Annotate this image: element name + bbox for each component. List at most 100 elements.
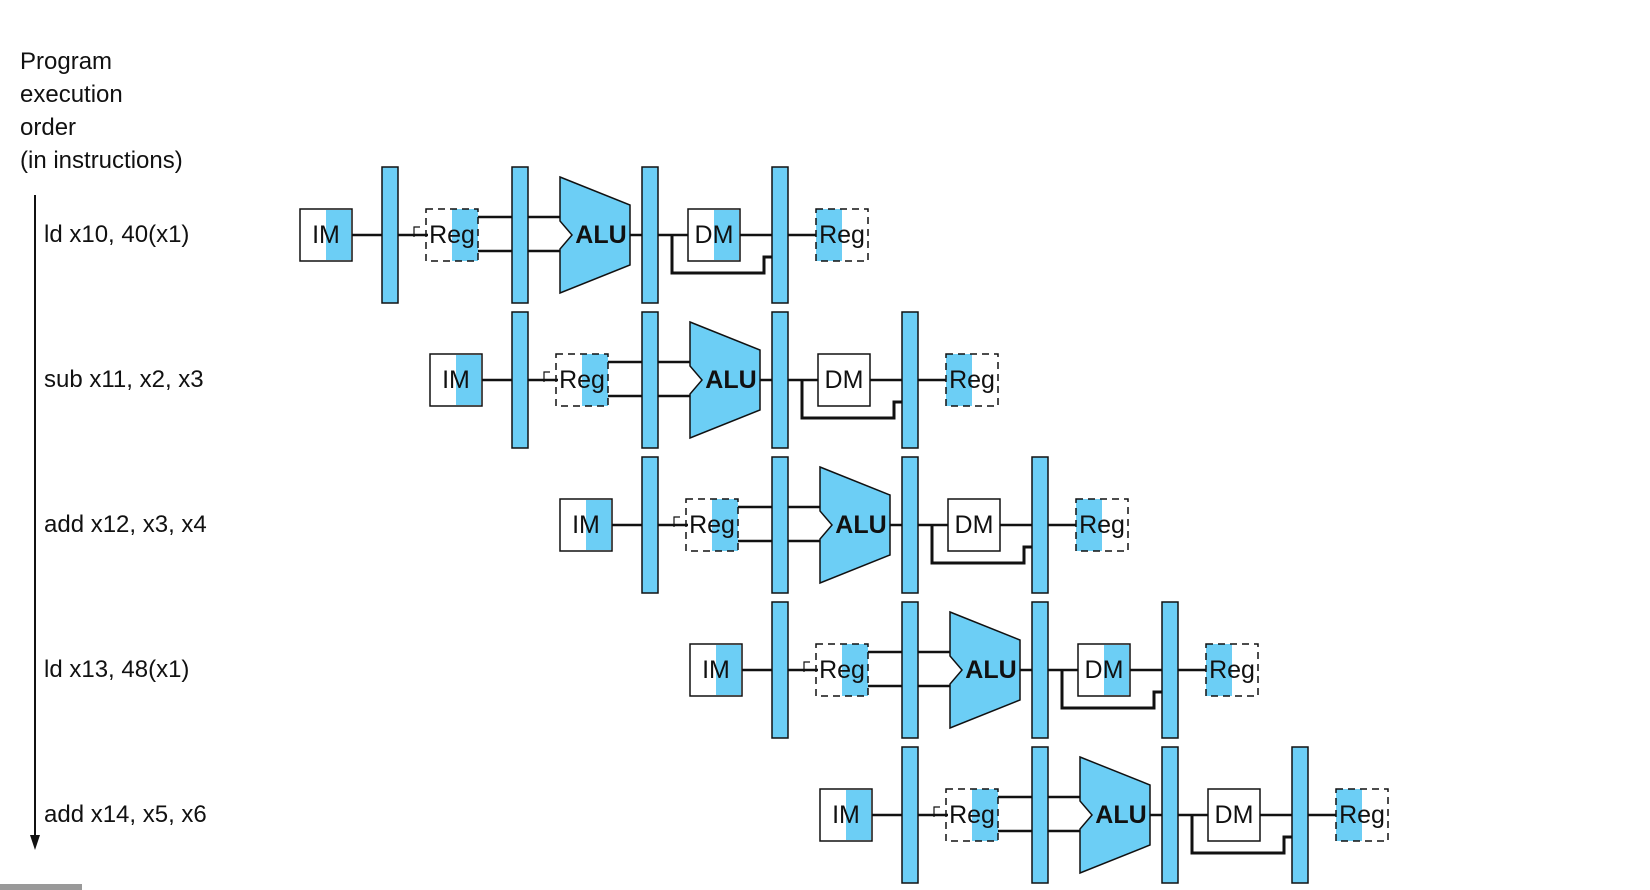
im-label: IM (832, 801, 860, 829)
alu-shape (689, 320, 761, 440)
pipeline-register-id-ex (511, 166, 529, 304)
reg-read-tick (933, 806, 940, 817)
dm-bypass-wire (1060, 670, 1162, 710)
axis-title-line-4: (in instructions) (20, 147, 183, 174)
reg-write-shade (1336, 789, 1362, 841)
pipeline-row: IM Reg ALU DM Reg (429, 311, 999, 449)
reg-read-tick (673, 516, 680, 527)
dm-bypass-wire (670, 235, 772, 275)
axis-arrowhead-icon (30, 835, 40, 850)
reg-read-tick (543, 371, 550, 382)
pipeline-register-mem-wb (771, 166, 789, 304)
pipeline-register-mem-wb (1291, 746, 1309, 884)
reg-read-label: Reg (689, 511, 735, 539)
pipeline-register-id-ex (641, 311, 659, 449)
reg-read-box (945, 788, 999, 842)
im-shade (456, 355, 481, 405)
reg-write-box (1205, 643, 1259, 697)
reg-write-shade (946, 354, 972, 406)
dm-bypass-wire (800, 380, 902, 420)
reg-write-label: Reg (949, 366, 995, 394)
pipeline-register-ex-mem (1161, 746, 1179, 884)
im-shade (716, 645, 741, 695)
im-shade (326, 210, 351, 260)
reg-write-shade (1076, 499, 1102, 551)
im-shade (586, 500, 611, 550)
alu-label: ALU (965, 656, 1016, 684)
pipeline-register-mem-wb (1031, 456, 1049, 594)
pipeline-row: IM Reg ALU DM Reg (689, 601, 1259, 739)
reg-read-box (425, 208, 479, 262)
reg-read-label: Reg (819, 656, 865, 684)
reg-read-box (555, 353, 609, 407)
instruction-label: add x14, x5, x6 (44, 801, 207, 828)
reg-write-label: Reg (819, 221, 865, 249)
pipeline-register-ex-mem (771, 311, 789, 449)
reg-read-shade (452, 209, 478, 261)
pipeline-register-mem-wb (901, 311, 919, 449)
pipeline-register-id-ex (771, 456, 789, 594)
dm-label: DM (825, 366, 864, 394)
pipeline-register-id-ex (1031, 746, 1049, 884)
alu-label: ALU (575, 221, 626, 249)
pipeline-row: IM Reg ALU DM Reg (819, 746, 1389, 884)
reg-read-shade (842, 644, 868, 696)
pipeline-register-if-id (641, 456, 659, 594)
dm-bypass-wire (1190, 815, 1292, 855)
reg-read-shade (582, 354, 608, 406)
instruction-label: ld x10, 40(x1) (44, 221, 190, 248)
instruction-label: add x12, x3, x4 (44, 511, 207, 538)
alu-label: ALU (1095, 801, 1146, 829)
im-label: IM (702, 656, 730, 684)
dm-label: DM (955, 511, 994, 539)
dm-label: DM (1085, 656, 1124, 684)
reg-write-shade (816, 209, 842, 261)
pipeline-register-ex-mem (1031, 601, 1049, 739)
reg-read-label: Reg (429, 221, 475, 249)
alu-label: ALU (705, 366, 756, 394)
im-label: IM (312, 221, 340, 249)
reg-read-shade (972, 789, 998, 841)
pipeline-register-if-id (381, 166, 399, 304)
axis-title-line-2: execution (20, 81, 123, 108)
reg-read-shade (712, 499, 738, 551)
reg-write-box (945, 353, 999, 407)
reg-write-box (815, 208, 869, 262)
execution-order-axis (30, 195, 40, 850)
reg-read-box (815, 643, 869, 697)
dm-label: DM (1215, 801, 1254, 829)
dm-bypass-wire (930, 525, 1032, 565)
pipeline-register-ex-mem (901, 456, 919, 594)
instruction-label: sub x11, x2, x3 (44, 366, 204, 393)
reg-write-label: Reg (1209, 656, 1255, 684)
im-label: IM (442, 366, 470, 394)
dm-box (947, 498, 1001, 552)
reg-write-shade (1206, 644, 1232, 696)
alu-label: ALU (835, 511, 886, 539)
reg-write-label: Reg (1079, 511, 1125, 539)
im-label: IM (572, 511, 600, 539)
alu-shape (949, 610, 1021, 730)
pipeline-row: IM Reg ALU DM Reg (559, 456, 1129, 594)
reg-read-tick (413, 226, 420, 237)
dm-label: DM (695, 221, 734, 249)
axis-title-line-3: order (20, 114, 77, 141)
axis-title: Program execution order (in instructions… (20, 45, 183, 177)
im-shade (846, 790, 871, 840)
reg-write-box (1335, 788, 1389, 842)
pipeline-register-if-id (511, 311, 529, 449)
reg-read-box (685, 498, 739, 552)
pipeline-row: IM Reg ALU DM Reg (299, 166, 869, 304)
pipeline-register-id-ex (901, 601, 919, 739)
reg-write-label: Reg (1339, 801, 1385, 829)
pipeline-register-mem-wb (1161, 601, 1179, 739)
dm-shade (1104, 645, 1129, 695)
reg-read-label: Reg (949, 801, 995, 829)
alu-shape (1079, 755, 1151, 875)
corner-bar (0, 884, 82, 890)
dm-shade (714, 210, 739, 260)
reg-read-tick (803, 661, 810, 672)
reg-read-label: Reg (559, 366, 605, 394)
reg-write-box (1075, 498, 1129, 552)
